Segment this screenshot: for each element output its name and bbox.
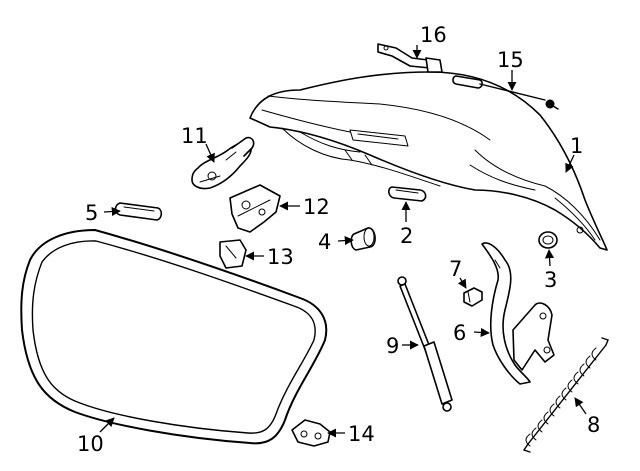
leader-7 [457, 277, 467, 289]
callout-16: 16 [420, 23, 447, 47]
bumper-pad-part [388, 186, 427, 202]
leader-3 [544, 249, 555, 267]
callout-5: 5 [85, 201, 98, 225]
sensor-part [377, 43, 443, 73]
leader-5 [103, 206, 121, 217]
gas-strut-part [397, 276, 453, 412]
mount-part [219, 239, 247, 269]
callout-3: 3 [544, 268, 557, 292]
callout-2: 2 [400, 224, 413, 248]
latch-part [191, 136, 255, 190]
callout-15: 15 [497, 48, 524, 72]
leader-lines [99, 45, 587, 438]
callout-14: 14 [348, 422, 375, 446]
bracket-part [229, 184, 281, 233]
leader-4 [337, 236, 354, 246]
callout-10: 10 [77, 432, 104, 456]
spring-part [522, 337, 609, 453]
leader-1 [565, 154, 575, 173]
callout-labels: 1 2 3 4 5 6 7 8 9 10 11 12 13 14 15 16 [77, 23, 600, 456]
callout-7: 7 [449, 257, 462, 281]
leader-11 [205, 143, 215, 163]
weatherstrip-part [20, 229, 328, 445]
callout-4: 4 [318, 230, 331, 254]
plate-part [291, 419, 331, 447]
hinge-part [481, 242, 555, 385]
bumper-part [114, 202, 163, 221]
grommet-part [538, 231, 558, 249]
callout-8: 8 [587, 413, 600, 437]
cable-part [452, 75, 559, 110]
clip-part [463, 287, 483, 307]
leader-8 [574, 397, 587, 415]
callout-6: 6 [453, 321, 466, 345]
leader-10 [99, 417, 115, 433]
trunk-lid-part [249, 71, 608, 251]
callout-1: 1 [570, 134, 583, 158]
plug-part [350, 227, 376, 251]
leader-6 [473, 327, 490, 337]
callout-12: 12 [303, 195, 330, 219]
callout-9: 9 [386, 334, 399, 358]
callout-13: 13 [267, 245, 294, 269]
callout-11: 11 [181, 124, 208, 148]
